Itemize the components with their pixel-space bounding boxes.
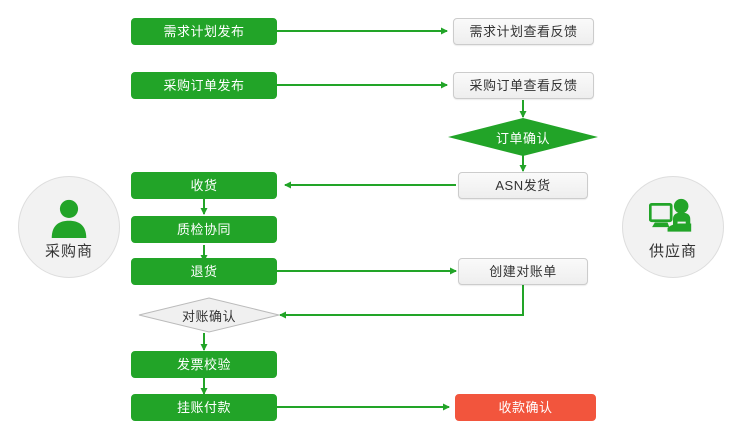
person-icon	[45, 194, 93, 238]
node-label: 创建对账单	[489, 264, 557, 279]
node-demand-plan-view-feedback[interactable]: 需求计划查看反馈	[453, 18, 594, 45]
node-quality-inspection-collab[interactable]: 质检协同	[131, 216, 277, 243]
node-payable-payment[interactable]: 挂账付款	[131, 394, 277, 421]
actor-supplier-label: 供应商	[648, 242, 697, 260]
node-order-confirm[interactable]: 订单确认	[448, 118, 598, 156]
node-return-goods[interactable]: 退货	[131, 258, 277, 285]
node-label: 退货	[190, 264, 218, 279]
node-purchase-order-view-feedback[interactable]: 采购订单查看反馈	[453, 72, 594, 99]
actor-buyer-label: 采购商	[44, 242, 93, 260]
node-label: 质检协同	[176, 222, 231, 237]
node-label: 采购订单发布	[163, 78, 245, 93]
actor-supplier[interactable]: 供应商	[622, 176, 724, 278]
node-label: 订单确认	[495, 130, 550, 146]
node-receive-goods[interactable]: 收货	[131, 172, 277, 199]
node-reconciliation-confirm[interactable]: 对账确认	[138, 297, 280, 333]
node-label: 收款确认	[498, 400, 553, 415]
node-purchase-order-publish[interactable]: 采购订单发布	[131, 72, 277, 99]
node-create-reconciliation[interactable]: 创建对账单	[458, 258, 588, 285]
node-payment-receipt-confirm[interactable]: 收款确认	[455, 394, 596, 421]
node-asn-shipment[interactable]: ASN发货	[458, 172, 588, 199]
node-label: 发票校验	[176, 357, 231, 372]
node-demand-plan-publish[interactable]: 需求计划发布	[131, 18, 277, 45]
actor-buyer[interactable]: 采购商	[18, 176, 120, 278]
node-label: 收货	[190, 178, 218, 193]
node-label: 需求计划发布	[163, 24, 245, 39]
edge-n10-n11	[279, 285, 524, 319]
node-invoice-verification[interactable]: 发票校验	[131, 351, 277, 378]
node-label: 对账确认	[181, 308, 236, 324]
node-label: 挂账付款	[176, 400, 231, 415]
person-at-computer-icon	[649, 194, 697, 238]
node-label: 需求计划查看反馈	[469, 24, 578, 39]
node-label: 采购订单查看反馈	[469, 78, 578, 93]
node-label: ASN发货	[495, 178, 551, 193]
